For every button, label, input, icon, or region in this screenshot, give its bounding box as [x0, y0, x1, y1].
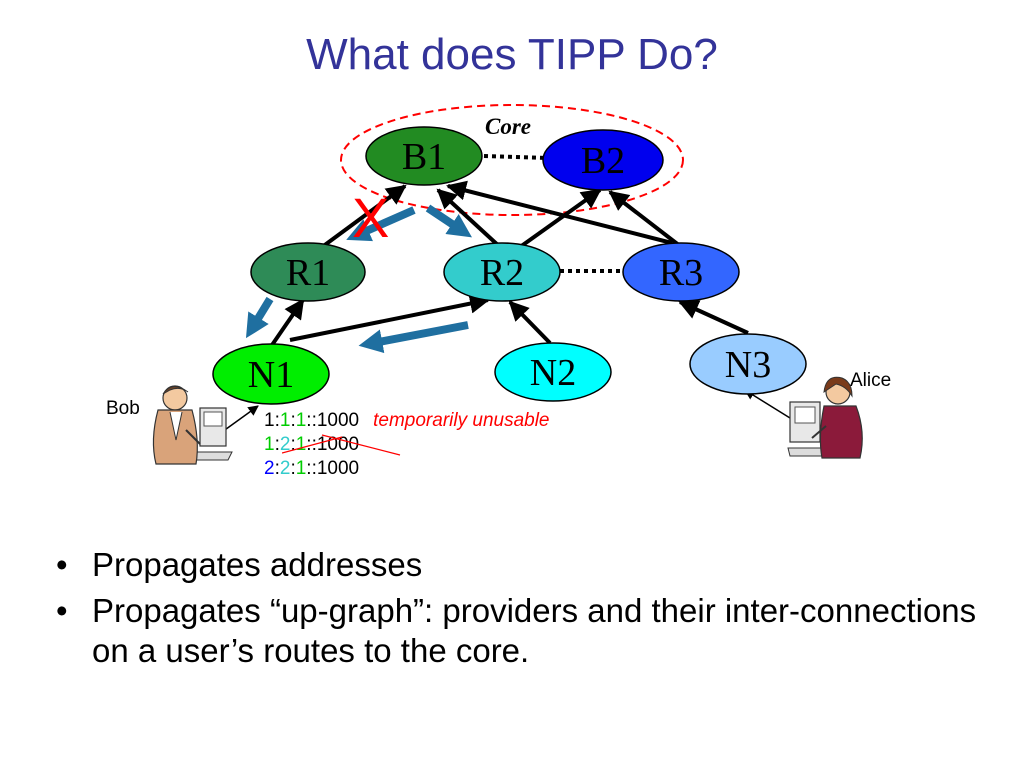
addr2-seg3: 1 [295, 434, 307, 455]
link-n3-r3 [678, 300, 749, 335]
propagation-arrow-r2-n1 [358, 321, 469, 354]
node-r3: R3 [622, 242, 740, 302]
addr3-sep1: : [274, 458, 280, 479]
addr2-seg1: 1 [264, 434, 275, 455]
node-r2-label: R2 [480, 252, 524, 294]
node-n3: N3 [689, 333, 807, 395]
addr1-seg3: 1 [295, 410, 307, 431]
node-r3-label: R3 [659, 252, 703, 294]
link-n1-r2 [289, 293, 490, 342]
node-n1: N1 [212, 343, 330, 405]
node-b2-label: B2 [581, 140, 625, 182]
bullet-marker: • [56, 546, 68, 583]
bullet-marker: • [56, 592, 68, 629]
link-bob-n1 [221, 405, 259, 433]
address-line-3: 2:2:1::1000 [264, 457, 550, 481]
addr3-suffix: ::1000 [306, 458, 360, 479]
addr3-seg3: 1 [295, 458, 307, 479]
addr1-seg2: 1 [279, 410, 291, 431]
link-r3-b1 [446, 180, 673, 245]
node-n2: N2 [494, 342, 612, 402]
node-b1: B1 [365, 126, 483, 186]
slide-title: What does TIPP Do? [306, 30, 718, 79]
node-r2: R2 [443, 242, 561, 302]
bullet-list: • Propagates addresses • Propagates “up-gr… [56, 545, 986, 677]
link-r1-b1 [316, 184, 407, 252]
link-n2-r2 [508, 300, 552, 345]
peer-link-b1-b2 [483, 154, 549, 160]
addr2-suffix: ::1000 [306, 434, 360, 455]
node-b2: B2 [542, 129, 664, 191]
addr1-sep1: : [274, 410, 280, 431]
addr3-seg2: 2 [279, 458, 291, 479]
addr2-sep1: : [274, 434, 280, 455]
alice-label: Alice [850, 370, 891, 391]
addr1-seg1: 1 [264, 410, 275, 431]
propagation-arrow-b1-r2 [425, 204, 472, 238]
propagation-arrow-b1-r1 [346, 206, 416, 242]
addr3-seg1: 2 [264, 458, 275, 479]
core-label: Core [485, 114, 531, 139]
node-r1: R1 [250, 242, 366, 302]
addr2-seg2: 2 [279, 434, 291, 455]
node-n1-label: N1 [248, 354, 294, 396]
addr3-sep2: : [290, 458, 296, 479]
unusable-note: temporarily unusable [373, 410, 550, 431]
address-line-1: 1:1:1::1000 temporarily unusable [264, 409, 550, 433]
node-n2-label: N2 [530, 352, 576, 394]
link-n1-r1 [270, 298, 305, 347]
address-line-2: 1:2:1::1000 [264, 433, 550, 457]
bullet-text: Propagates addresses [92, 546, 423, 583]
bullet-item: • Propagates addresses [56, 545, 986, 585]
addr1-sep2: : [290, 410, 296, 431]
node-r1-label: R1 [286, 252, 330, 294]
bob-label: Bob [106, 398, 140, 419]
bullet-text: Propagates “up-graph”: providers and the… [92, 592, 977, 669]
propagation-arrow-r1-n1 [245, 296, 274, 339]
bullet-item: • Propagates “up-graph”: providers and th… [56, 591, 986, 671]
failure-mark: X [352, 186, 389, 249]
addr1-suffix: ::1000 [306, 410, 360, 431]
link-r2-b2 [518, 188, 602, 249]
core-region [340, 104, 684, 216]
alice-person-icon [787, 376, 863, 459]
node-n3-label: N3 [725, 344, 771, 386]
link-r3-b2 [608, 190, 682, 248]
bob-person-icon [152, 385, 233, 465]
node-b1-label: B1 [402, 136, 446, 178]
